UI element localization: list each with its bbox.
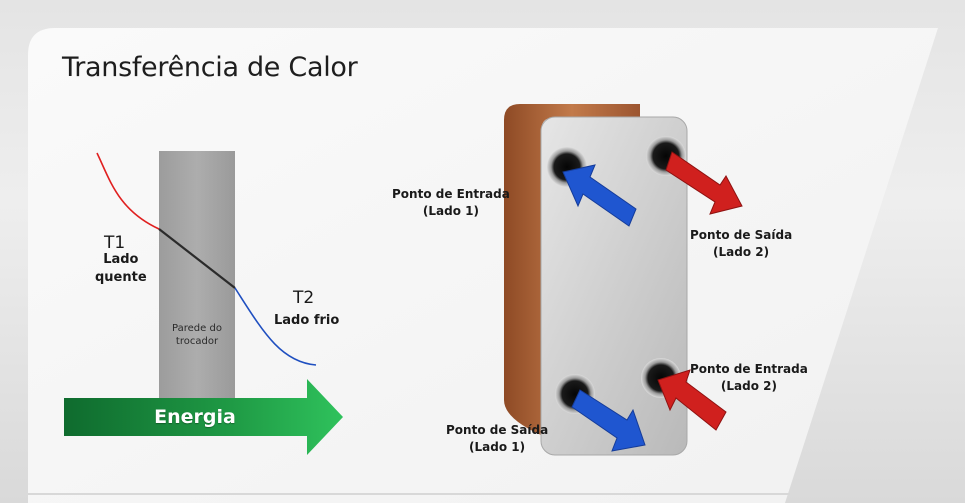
hot-side-label-line2: quente: [95, 270, 147, 285]
wall-label-line2: trocador: [175, 336, 219, 347]
arrow-inlet-side2: [657, 369, 727, 431]
cold-side-label: Lado frio: [274, 313, 340, 328]
label-outlet-side2-line1: Ponto de Saída: [690, 228, 793, 242]
label-outlet-side1-line2: (Lado 1): [469, 440, 526, 454]
label-outlet-side1-line1: Ponto de Saída: [446, 423, 549, 437]
label-inlet-side1-line2: (Lado 1): [422, 204, 479, 218]
hot-side-label: Lado quente: [95, 251, 147, 287]
label-inlet-side2: Ponto de Entrada (Lado 2): [690, 361, 808, 395]
slide-title: Transferência de Calor: [62, 52, 358, 83]
wall-temperature-gradient: [158, 228, 236, 289]
label-outlet-side1: Ponto de Saída (Lado 1): [446, 422, 548, 456]
energy-label: Energia: [154, 405, 236, 428]
arrow-inlet-side1: [562, 164, 637, 227]
t2-label: T2: [293, 288, 315, 308]
energy-arrow: [64, 379, 343, 455]
label-inlet-side1: Ponto de Entrada (Lado 1): [392, 186, 510, 220]
hot-side-label-line1: Lado: [103, 252, 139, 267]
exchanger-copper-side: [504, 104, 640, 444]
label-inlet-side2-line1: Ponto de Entrada: [690, 362, 808, 376]
arrow-outlet-side2: [665, 151, 743, 215]
wall-label-line1: Parede do: [172, 323, 222, 334]
hot-temperature-curve: [96, 152, 160, 230]
arrow-outlet-side1: [571, 389, 646, 452]
label-outlet-side2: Ponto de Saída (Lado 2): [690, 227, 792, 261]
t1-label: T1: [104, 233, 126, 253]
label-inlet-side2-line2: (Lado 2): [720, 379, 777, 393]
exchanger-wall: [159, 151, 235, 399]
cold-temperature-curve: [234, 287, 317, 366]
label-outlet-side2-line2: (Lado 2): [713, 245, 770, 259]
label-inlet-side1-line1: Ponto de Entrada: [392, 187, 510, 201]
wall-label: Parede do trocador: [162, 322, 232, 348]
